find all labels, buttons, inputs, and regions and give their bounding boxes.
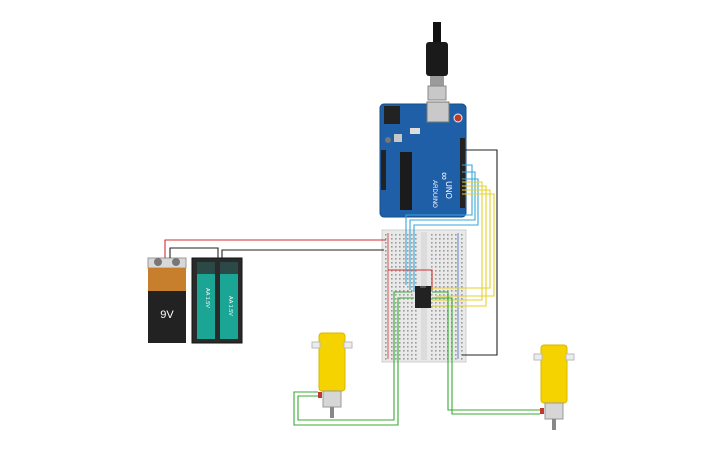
battery-9v[interactable]: 9V [147, 257, 187, 343]
dc-motor-right[interactable] [533, 344, 575, 430]
wire-red-breadboard[interactable] [388, 269, 433, 290]
wire-green-motor-right-b[interactable] [432, 297, 540, 415]
wire-blue-2[interactable] [409, 171, 476, 290]
wire-yellow-4[interactable] [436, 193, 495, 297]
arduino-uno-board[interactable]: ∞ ARDUINO UNO [379, 101, 467, 218]
dc-motor-left[interactable] [311, 332, 353, 418]
wire-red-power[interactable] [164, 239, 386, 258]
power-header [381, 150, 386, 190]
motor-driver-ic[interactable] [415, 286, 431, 308]
digital-header [460, 138, 465, 208]
wire-black-arduino-gnd[interactable] [462, 149, 498, 356]
battery-9v-label: 9V [160, 309, 174, 321]
reset-button[interactable] [453, 113, 463, 123]
aa-cell-1-label: AA 1.5V [204, 288, 210, 308]
wire-yellow-3[interactable] [432, 189, 491, 289]
wire-green-motor-left-b[interactable] [293, 297, 414, 426]
wire-blue-1[interactable] [405, 164, 473, 285]
wire-yellow-2[interactable] [432, 185, 487, 307]
aa-battery-pack[interactable]: AA 1.5V AA 1.5V [191, 257, 243, 344]
wire-yellow-1[interactable] [432, 181, 483, 301]
wire-green-motor-right-a[interactable] [432, 291, 540, 411]
wire-black-ground[interactable] [169, 247, 219, 258]
wires [164, 149, 540, 426]
arduino-brand-label: ARDUINO [431, 180, 437, 208]
breadboard-holes [385, 234, 463, 360]
wire-green-motor-left-a[interactable] [297, 291, 412, 421]
arduino-logo: ∞ [438, 172, 450, 180]
wire-black-battery[interactable] [221, 249, 384, 258]
aa-cell-2-label: AA 1.5V [227, 296, 233, 316]
usb-cable[interactable] [426, 22, 448, 101]
arduino-model-label: UNO [444, 181, 453, 199]
wire-blue-3[interactable] [413, 178, 479, 292]
